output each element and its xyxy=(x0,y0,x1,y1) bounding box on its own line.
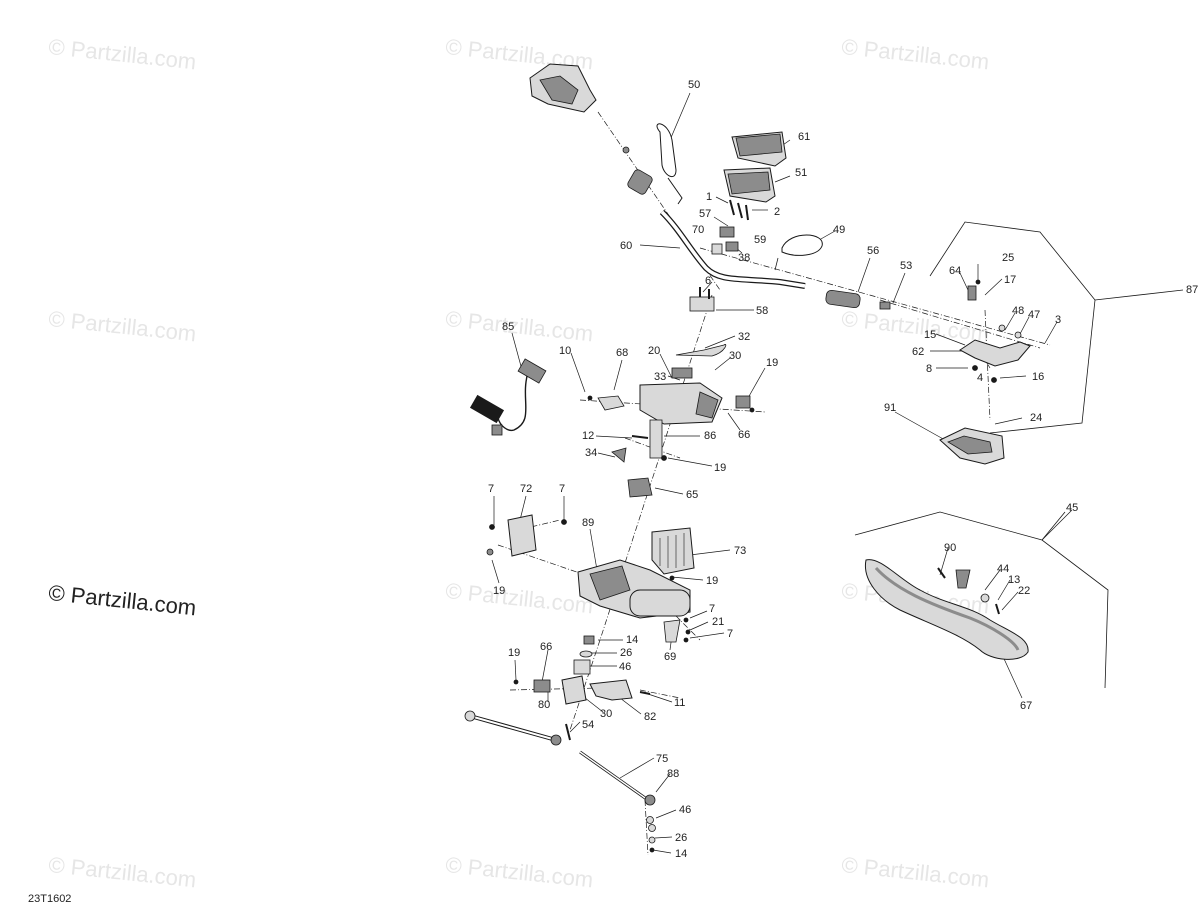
callout-85: 85 xyxy=(502,321,514,333)
callout-30: 30 xyxy=(729,350,741,362)
callout-64: 64 xyxy=(949,265,961,277)
callout-75: 75 xyxy=(656,753,668,765)
callout-48: 48 xyxy=(1012,305,1024,317)
callout-3: 3 xyxy=(1055,314,1061,326)
callout-59: 59 xyxy=(754,234,766,246)
callout-54: 54 xyxy=(582,719,594,731)
callout-82: 82 xyxy=(644,711,656,723)
callout-51: 51 xyxy=(795,167,807,179)
callout-72: 72 xyxy=(520,483,532,495)
callout-70: 70 xyxy=(692,224,704,236)
callout-19: 19 xyxy=(766,357,778,369)
callout-11: 11 xyxy=(674,697,685,709)
callout-56: 56 xyxy=(867,245,879,257)
callout-86: 86 xyxy=(704,430,716,442)
callout-7: 7 xyxy=(488,483,494,495)
diagram-code: 23T1602 xyxy=(28,893,72,905)
callout-17: 17 xyxy=(1004,274,1016,286)
callout-80: 80 xyxy=(538,699,550,711)
callout-65: 65 xyxy=(686,489,698,501)
callout-25: 25 xyxy=(1002,252,1014,264)
callout-14: 14 xyxy=(626,634,638,646)
callout-69: 69 xyxy=(664,651,676,663)
callout-16: 16 xyxy=(1032,371,1044,383)
callout-30: 30 xyxy=(600,708,612,720)
callout-62: 62 xyxy=(912,346,924,358)
callout-66: 66 xyxy=(540,641,552,653)
callout-61: 61 xyxy=(798,131,810,143)
callout-67: 67 xyxy=(1020,700,1032,712)
callout-50: 50 xyxy=(688,79,700,91)
callout-33: 33 xyxy=(654,371,666,383)
callout-7: 7 xyxy=(709,603,715,615)
callout-34: 34 xyxy=(585,447,597,459)
callout-12: 12 xyxy=(582,430,594,442)
callout-26: 26 xyxy=(675,832,687,844)
callout-87: 87 xyxy=(1186,284,1198,296)
callout-68: 68 xyxy=(616,347,628,359)
callout-45: 45 xyxy=(1066,502,1078,514)
callout-19: 19 xyxy=(493,585,505,597)
callout-24: 24 xyxy=(1030,412,1042,424)
callout-13: 13 xyxy=(1008,574,1020,586)
callout-46: 46 xyxy=(619,661,631,673)
callout-38: 38 xyxy=(738,252,750,264)
callout-4: 4 xyxy=(977,372,983,384)
callout-19: 19 xyxy=(508,647,520,659)
callout-44: 44 xyxy=(997,563,1009,575)
callout-6: 6 xyxy=(705,275,711,287)
callout-26: 26 xyxy=(620,647,632,659)
callout-1: 1 xyxy=(706,191,712,203)
callout-7: 7 xyxy=(727,628,733,640)
callout-2: 2 xyxy=(774,206,780,218)
callout-47: 47 xyxy=(1028,309,1040,321)
callout-57: 57 xyxy=(699,208,711,220)
callout-89: 89 xyxy=(582,517,594,529)
callout-10: 10 xyxy=(559,345,571,357)
callout-58: 58 xyxy=(756,305,768,317)
callout-22: 22 xyxy=(1018,585,1030,597)
callout-14: 14 xyxy=(675,848,687,860)
callout-90: 90 xyxy=(944,542,956,554)
callout-21: 21 xyxy=(712,616,724,628)
callout-88: 88 xyxy=(667,768,679,780)
callout-7: 7 xyxy=(559,483,565,495)
callout-91: 91 xyxy=(884,402,896,414)
callout-60: 60 xyxy=(620,240,632,252)
callout-8: 8 xyxy=(926,363,932,375)
callout-15: 15 xyxy=(924,329,936,341)
callout-19: 19 xyxy=(706,575,718,587)
callout-53: 53 xyxy=(900,260,912,272)
callout-19: 19 xyxy=(714,462,726,474)
callout-46: 46 xyxy=(679,804,691,816)
callout-20: 20 xyxy=(648,345,660,357)
callout-32: 32 xyxy=(738,331,750,343)
callout-66: 66 xyxy=(738,429,750,441)
callout-73: 73 xyxy=(734,545,746,557)
callout-49: 49 xyxy=(833,224,845,236)
